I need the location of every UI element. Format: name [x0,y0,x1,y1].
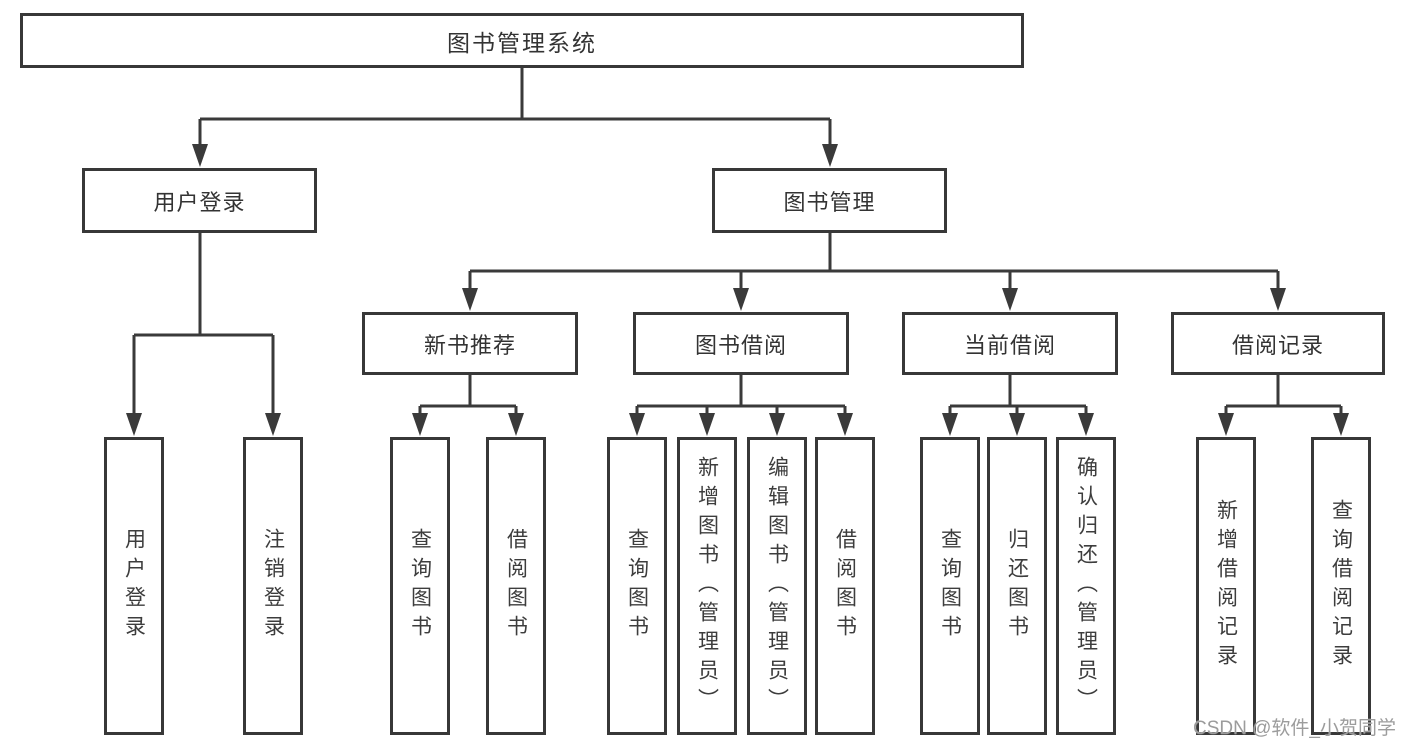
arrowhead [733,288,749,311]
leaf-label: 查询图书 [625,528,649,644]
arrowhead [1078,413,1094,436]
leaf-label: 归还图书 [1005,528,1029,644]
node-borrowing-records: 借阅记录 [1171,312,1385,375]
arrowhead [942,413,958,436]
leaf-label: 查询图书 [408,528,432,644]
node-library-management-system: 图书管理系统 [20,13,1024,68]
leaf-add-borrow-record: 新增借阅记录 [1196,437,1256,735]
connector-borrow-to-leaves [635,375,847,420]
leaf-edit-books-admin: 编辑图书（管理员） [747,437,807,735]
arrowhead [822,144,838,167]
leaf-label: 借阅图书 [504,528,528,644]
leaf-query-books-borrow: 查询图书 [607,437,667,735]
arrowhead [699,413,715,436]
arrowhead [837,413,853,436]
node-label: 图书管理系统 [447,29,597,56]
leaf-query-books-current: 查询图书 [920,437,980,735]
arrowhead [126,413,142,436]
arrowhead [1333,413,1349,436]
node-new-book-recommendation: 新书推荐 [362,312,578,375]
arrowhead [1218,413,1234,436]
node-book-management: 图书管理 [712,168,947,233]
node-label: 图书借阅 [694,332,787,358]
leaf-add-books-admin: 新增图书（管理员） [677,437,737,735]
arrowhead [192,144,208,167]
arrowhead [629,413,645,436]
node-label: 当前借阅 [963,332,1056,358]
arrowhead [462,288,478,311]
leaf-borrow-books-recommend: 借阅图书 [486,437,546,735]
connector-bookmgmt-to-level3 [468,233,1280,295]
leaf-borrow-books: 借阅图书 [815,437,875,735]
node-label: 新书推荐 [423,332,516,358]
node-user-login: 用户登录 [82,168,317,233]
arrowhead [265,413,281,436]
arrowhead [1002,288,1018,311]
leaf-return-books: 归还图书 [987,437,1047,735]
connector-userlogin-to-leaves [132,233,275,420]
connector-records-to-leaves [1224,375,1343,420]
connector-root-to-level2 [198,68,832,150]
node-current-borrowing: 当前借阅 [902,312,1118,375]
leaf-logout: 注销登录 [243,437,303,735]
leaf-label: 查询借阅记录 [1329,499,1353,673]
leaf-label: 新增图书（管理员） [695,455,719,717]
leaf-label: 用户登录 [122,528,146,644]
leaf-label: 注销登录 [261,528,285,644]
leaf-user-login: 用户登录 [104,437,164,735]
node-label: 借阅记录 [1231,332,1324,358]
leaf-label: 确认归还（管理员） [1074,455,1098,717]
node-label: 图书管理 [783,189,876,215]
arrowhead [508,413,524,436]
connector-newbook-to-leaves [418,375,518,420]
leaf-label: 编辑图书（管理员） [765,455,789,717]
arrowhead [769,413,785,436]
leaf-confirm-return-admin: 确认归还（管理员） [1056,437,1116,735]
leaf-label: 查询图书 [938,528,962,644]
arrowhead [1270,288,1286,311]
arrowhead [412,413,428,436]
arrowhead [1009,413,1025,436]
leaf-query-books-recommend: 查询图书 [390,437,450,735]
leaf-query-borrow-record: 查询借阅记录 [1311,437,1371,735]
leaf-label: 新增借阅记录 [1214,499,1238,673]
node-book-borrowing: 图书借阅 [633,312,849,375]
leaf-label: 借阅图书 [833,528,857,644]
node-label: 用户登录 [153,189,246,215]
